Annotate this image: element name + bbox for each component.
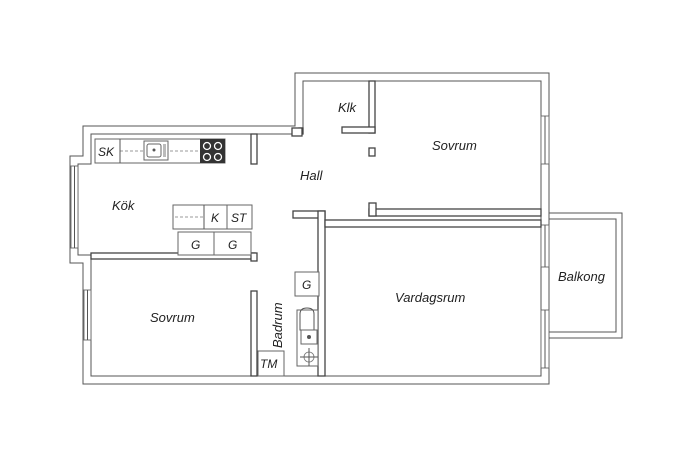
fixture-label-g3: G xyxy=(302,278,311,292)
exterior-walls xyxy=(69,72,550,385)
room-label-balkong: Balkong xyxy=(558,269,606,284)
room-label-badrum: Badrum xyxy=(270,302,285,348)
fixture-label-tm: TM xyxy=(260,357,277,371)
fixture-label-g1: G xyxy=(191,238,200,252)
fixture-label-sk: SK xyxy=(98,145,115,159)
stove-icon xyxy=(200,139,225,163)
fixture-label-k: K xyxy=(211,211,220,225)
sink-icon xyxy=(143,140,169,161)
room-label-hall: Hall xyxy=(300,168,324,183)
windows xyxy=(70,115,550,369)
balcony xyxy=(549,212,623,339)
fixture-label-g2: G xyxy=(228,238,237,252)
room-label-sovrum-left: Sovrum xyxy=(150,310,195,325)
room-label-sovrum-top: Sovrum xyxy=(432,138,477,153)
kitchen-cabinets xyxy=(172,204,253,256)
fixture-label-st: ST xyxy=(231,211,248,225)
room-label-vardagsrum: Vardagsrum xyxy=(395,290,465,305)
interior-walls xyxy=(90,80,542,377)
room-label-kok: Kök xyxy=(112,198,136,213)
shower-icon xyxy=(300,348,318,366)
room-label-klk: Klk xyxy=(338,100,358,115)
washbasin-icon xyxy=(300,329,318,345)
